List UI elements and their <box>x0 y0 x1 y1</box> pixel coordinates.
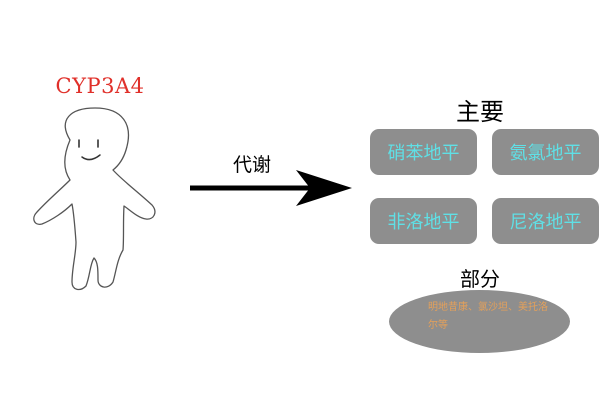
drug-box-amlodipine: 氨氯地平 <box>492 129 599 175</box>
partial-group-title: 部分 <box>460 267 500 291</box>
figure-face <box>78 139 101 161</box>
stick-figure-icon <box>33 107 156 291</box>
arrow-label: 代谢 <box>232 154 271 176</box>
enzyme-label: CYP3A4 <box>55 74 145 98</box>
partial-drug-list: 明地昔康、氯沙坦、美托洛尔等 <box>428 302 548 331</box>
main-group-title: 主要 <box>456 98 504 126</box>
drug-box-felodipine: 非洛地平 <box>370 198 477 244</box>
partial-ellipse <box>389 290 570 353</box>
right-arrow-icon <box>190 170 352 206</box>
drug-box-nilvadipine: 尼洛地平 <box>492 198 599 244</box>
drug-box-nifedipine: 硝苯地平 <box>370 129 477 175</box>
